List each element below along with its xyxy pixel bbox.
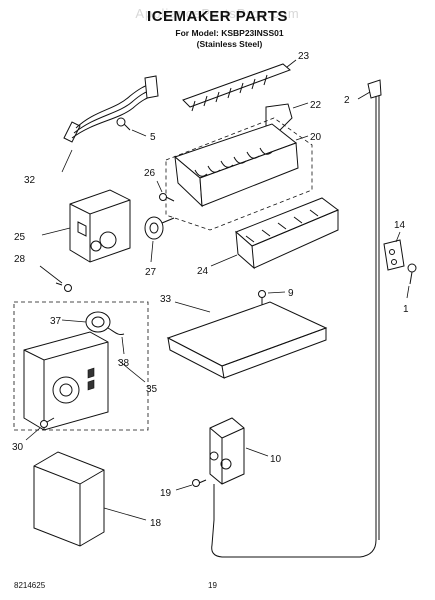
part-26-screw <box>156 180 175 202</box>
part-2-fill-tube <box>211 79 382 558</box>
callout-38: 38 <box>118 358 130 369</box>
callout-5: 5 <box>150 132 156 143</box>
callout-19: 19 <box>160 488 172 499</box>
callout-14: 14 <box>394 220 406 231</box>
callout-18: 18 <box>150 518 162 529</box>
document-number: 8214625 <box>14 581 46 590</box>
callout-23: 23 <box>298 51 310 62</box>
part-10-water-valve <box>209 417 269 520</box>
part-14-bracket <box>383 231 405 271</box>
model-line: For Model: KSBP23INSS01 <box>175 28 284 38</box>
callout-10: 10 <box>270 454 282 465</box>
callout-33: 33 <box>160 294 172 305</box>
part-28-screw <box>39 265 72 292</box>
part-25-housing <box>41 189 131 263</box>
part-24-shelf <box>210 197 339 270</box>
callout-35: 35 <box>146 384 158 395</box>
part-20-mold <box>173 123 309 208</box>
part-35-control-module <box>23 331 146 431</box>
part-27-motor <box>144 216 175 263</box>
callout-24: 24 <box>197 266 209 277</box>
callout-20: 20 <box>310 132 322 143</box>
callout-9: 9 <box>288 288 294 299</box>
callout-1: 1 <box>403 304 409 315</box>
callout-labels: 23 2 22 5 20 32 26 25 27 24 14 28 33 9 3… <box>12 51 409 529</box>
callout-26: 26 <box>144 168 156 179</box>
callout-28: 28 <box>14 254 26 265</box>
part-1-screw <box>406 263 417 299</box>
page-number: 19 <box>208 581 217 590</box>
part-18-cover <box>33 451 147 547</box>
watermark: AppliancePartsPros.com <box>135 6 300 21</box>
callout-37: 37 <box>50 316 62 327</box>
part-37-sensor <box>61 311 111 333</box>
finish-line: (Stainless Steel) <box>196 39 263 49</box>
part-19-screw <box>175 479 207 491</box>
part-9-screw <box>258 290 286 305</box>
part-23-ejector <box>182 59 297 112</box>
page-title: ICEMAKER PARTS <box>147 8 288 25</box>
part-33-plate <box>166 301 328 379</box>
callout-30: 30 <box>12 442 24 453</box>
control-assembly-outline <box>13 301 149 431</box>
callout-22: 22 <box>310 100 322 111</box>
callout-25: 25 <box>14 232 26 243</box>
part-38-wire <box>107 327 125 355</box>
callout-2: 2 <box>344 95 350 106</box>
part-5-screw <box>116 117 147 137</box>
mold-assembly-outline <box>165 117 313 231</box>
part-30-screw <box>25 417 55 441</box>
part-32-wire-harness <box>61 75 159 173</box>
callout-32: 32 <box>24 175 36 186</box>
callout-27: 27 <box>145 267 157 278</box>
